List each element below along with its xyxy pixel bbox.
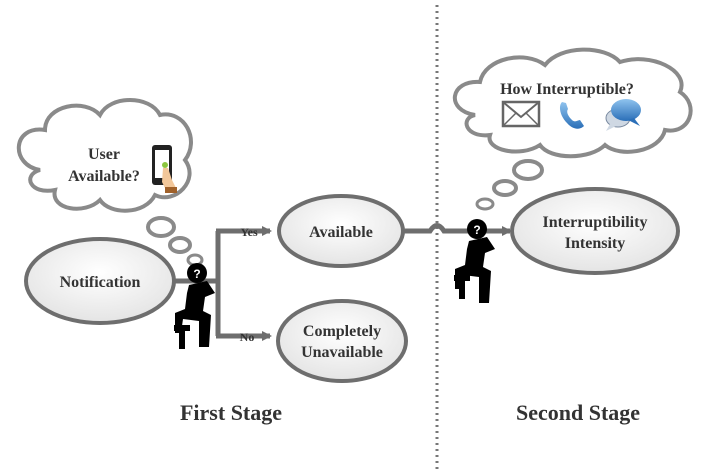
svg-text:?: ? — [473, 223, 480, 237]
edge-yes-label: Yes — [240, 225, 258, 239]
thinking-person-icon: ? — [174, 263, 215, 349]
node-unavailable-label-1: Completely — [303, 323, 381, 340]
stage-label-second: Second Stage — [516, 400, 640, 425]
thought-cloud-how-interruptible: How Interruptible? — [453, 47, 693, 211]
chat-bubbles-icon — [605, 99, 641, 131]
node-available: Available — [277, 194, 405, 268]
node-interruptibility-intensity: Interruptibility Intensity — [510, 187, 680, 275]
node-completely-unavailable: Completely Unavailable — [276, 299, 408, 383]
thought-text-user: User — [88, 146, 120, 163]
thinking-person-icon-2: ? — [454, 219, 495, 303]
stage-label-first: First Stage — [180, 400, 282, 425]
node-notification-label: Notification — [60, 274, 141, 291]
node-intensity-label-1: Interruptibility — [543, 214, 648, 231]
thought-text-available: Available? — [68, 168, 140, 185]
svg-text:?: ? — [193, 267, 200, 281]
edge-no-label: No — [240, 330, 255, 344]
thought-cloud-user-available: User Available? — [16, 98, 204, 267]
node-intensity-label-2: Intensity — [565, 235, 625, 252]
edge-available-intensity — [403, 223, 512, 236]
node-notification: Notification — [24, 237, 176, 325]
thought-text-how-interruptible: How Interruptible? — [500, 81, 634, 98]
node-available-label: Available — [309, 224, 373, 241]
phone-icon — [559, 102, 584, 129]
envelope-icon — [501, 100, 541, 128]
node-unavailable-label-2: Unavailable — [301, 344, 383, 361]
smartphone-touch-icon — [152, 145, 177, 193]
